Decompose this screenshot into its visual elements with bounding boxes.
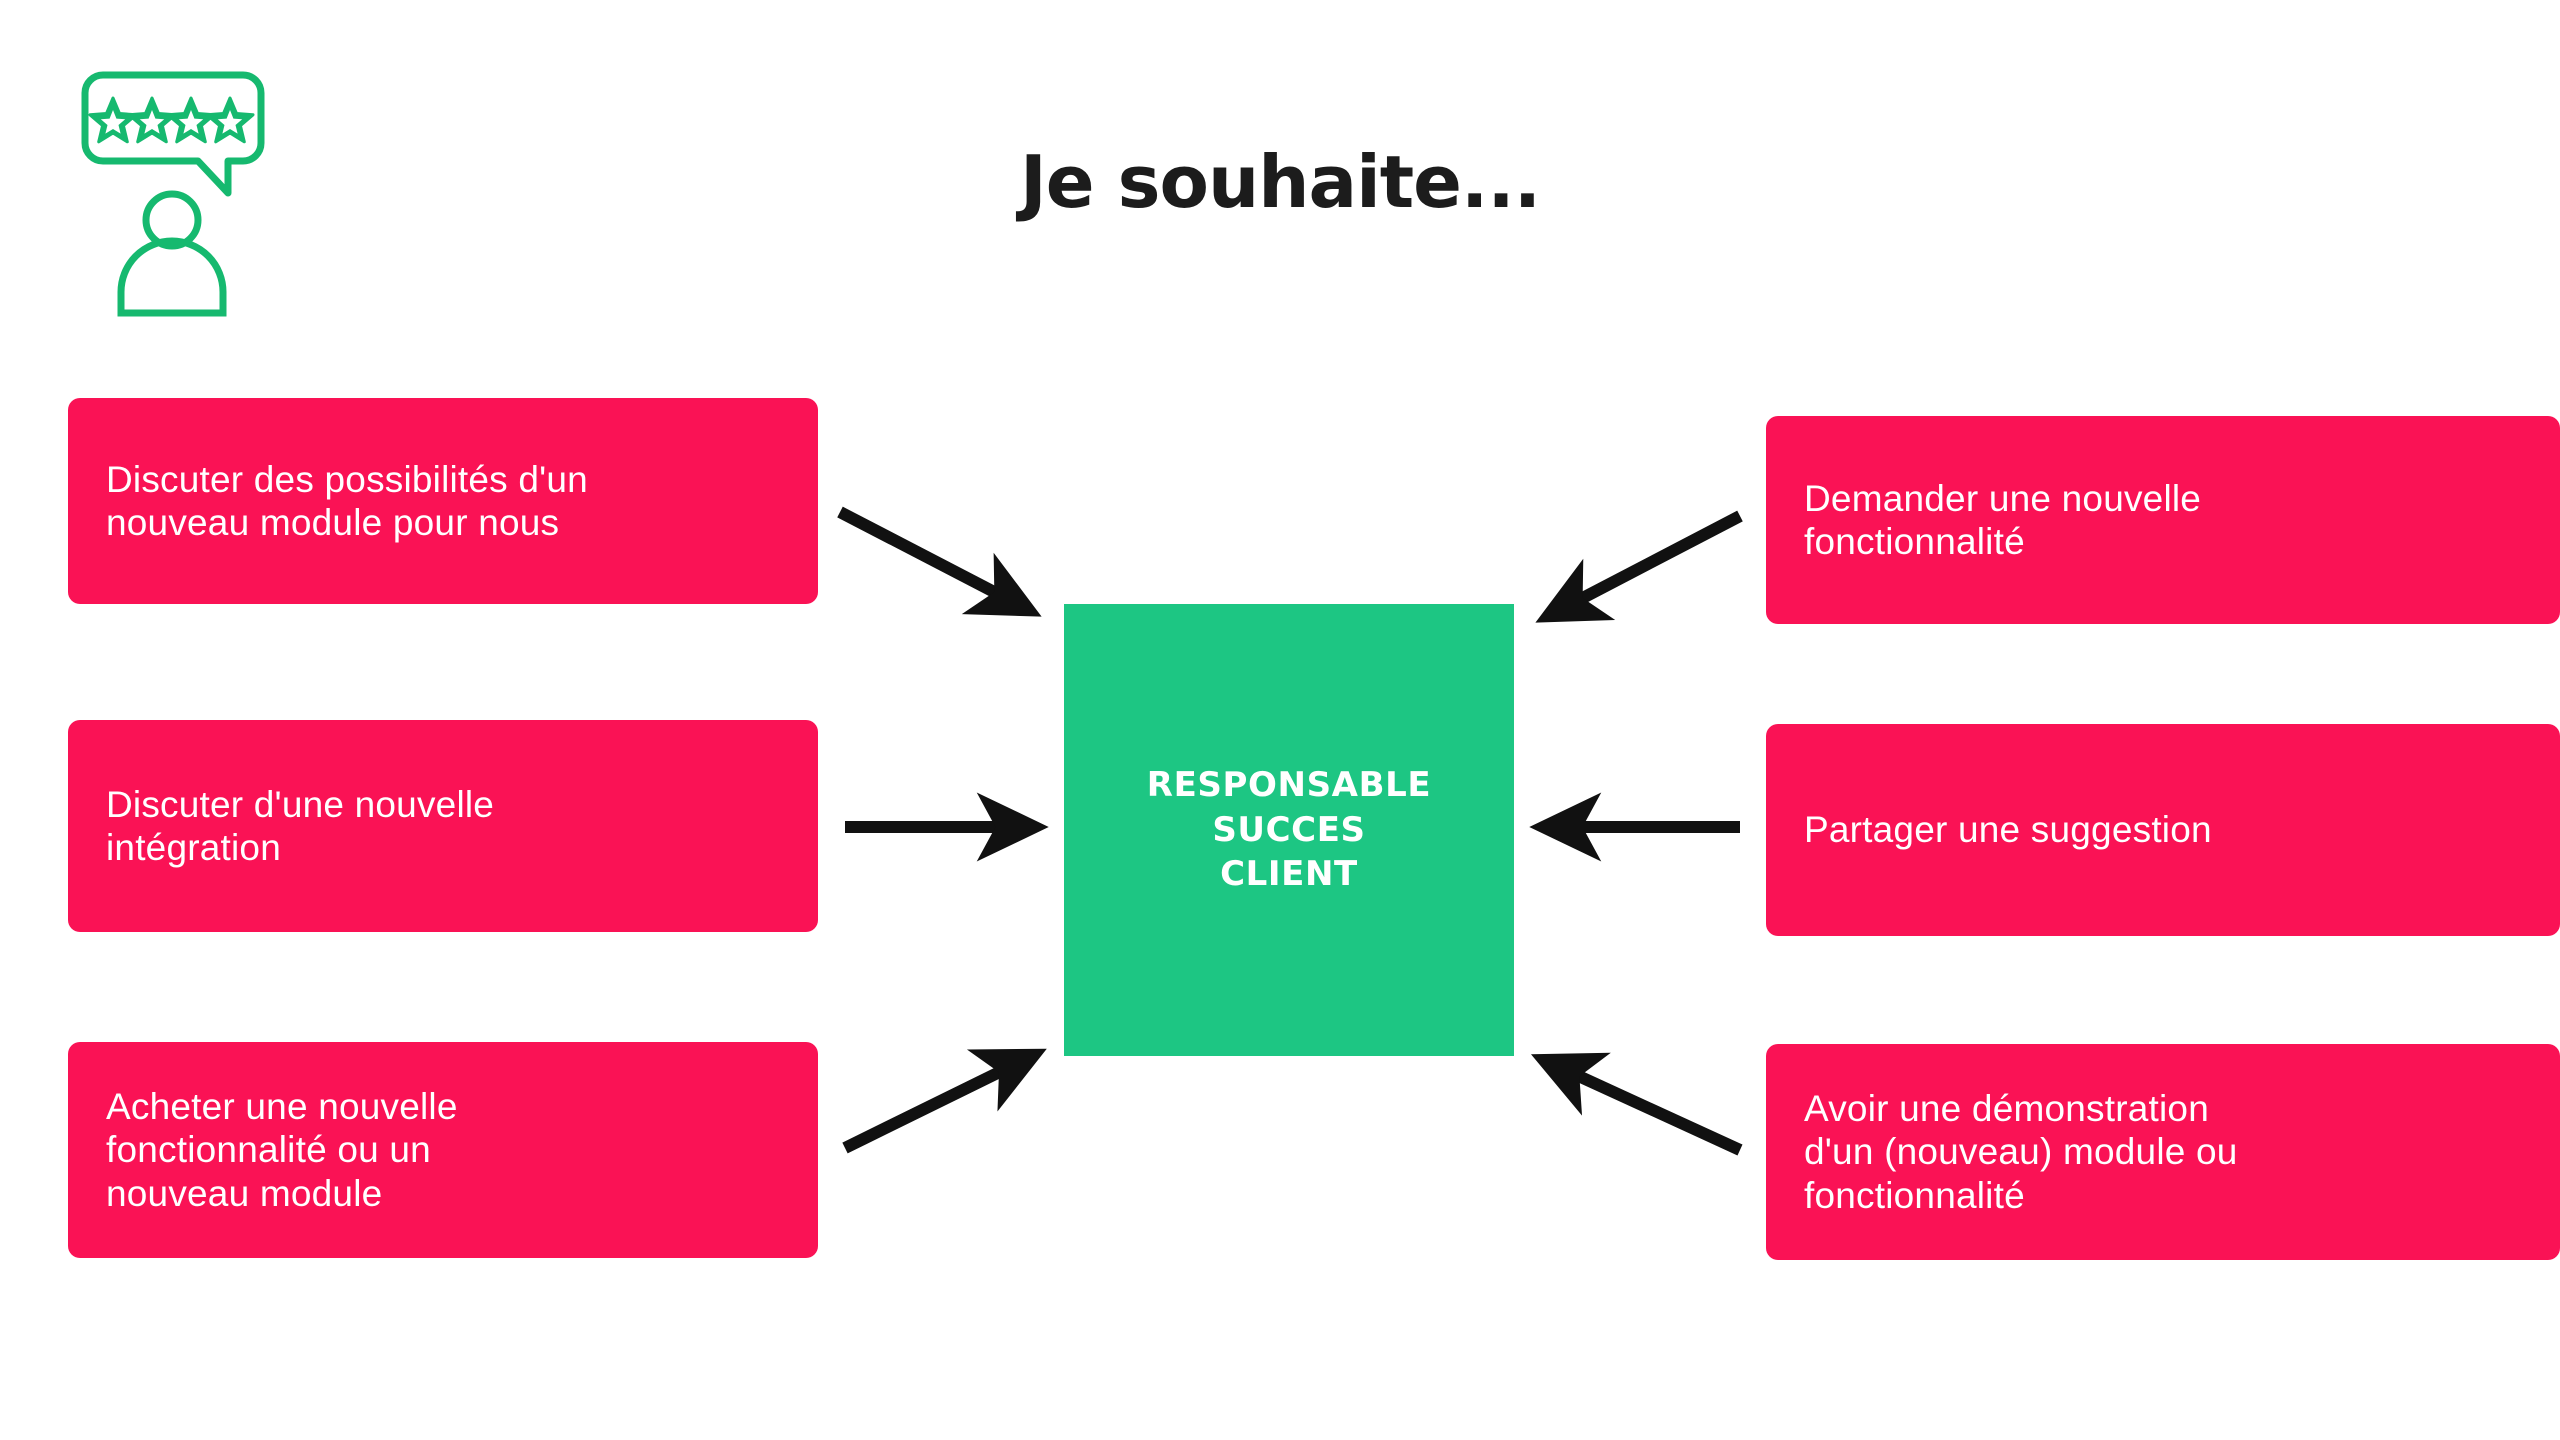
statement-box-left-1[interactable]: Discuter des possibilités d'un nouveau m…	[68, 398, 818, 604]
page-title: Je souhaite...	[1019, 140, 1541, 224]
center-hub-label: RESPONSABLE SUCCES CLIENT	[1146, 764, 1432, 895]
statement-box-right-1[interactable]: Demander une nouvelle fonctionnalité	[1766, 416, 2560, 624]
statement-text: Partager une suggestion	[1804, 809, 2212, 851]
arrow-right-1	[1535, 510, 1743, 623]
statement-box-left-2[interactable]: Discuter d'une nouvelle intégration	[68, 720, 818, 932]
person-icon	[117, 190, 227, 317]
arrow-right-3	[1530, 1052, 1743, 1156]
statement-box-right-2[interactable]: Partager une suggestion	[1766, 724, 2560, 936]
statement-text: Discuter d'une nouvelle intégration	[106, 783, 495, 868]
statement-text: Avoir une démonstration d'un (nouveau) m…	[1804, 1088, 2238, 1216]
speech-bubble-icon	[81, 71, 265, 197]
statement-box-left-3[interactable]: Acheter une nouvelle fonctionnalité ou u…	[68, 1042, 818, 1258]
statement-box-right-3[interactable]: Avoir une démonstration d'un (nouveau) m…	[1766, 1044, 2560, 1260]
center-hub-responsable-succes-client[interactable]: RESPONSABLE SUCCES CLIENT	[1064, 604, 1514, 1056]
arrow-left-1	[837, 506, 1042, 617]
statement-text: Acheter une nouvelle fonctionnalité ou u…	[106, 1086, 458, 1214]
statement-text: Discuter des possibilités d'un nouveau m…	[106, 458, 588, 543]
statement-text: Demander une nouvelle fonctionnalité	[1804, 477, 2202, 562]
arrow-left-3	[842, 1048, 1047, 1154]
customer-rating-icon	[58, 68, 288, 318]
